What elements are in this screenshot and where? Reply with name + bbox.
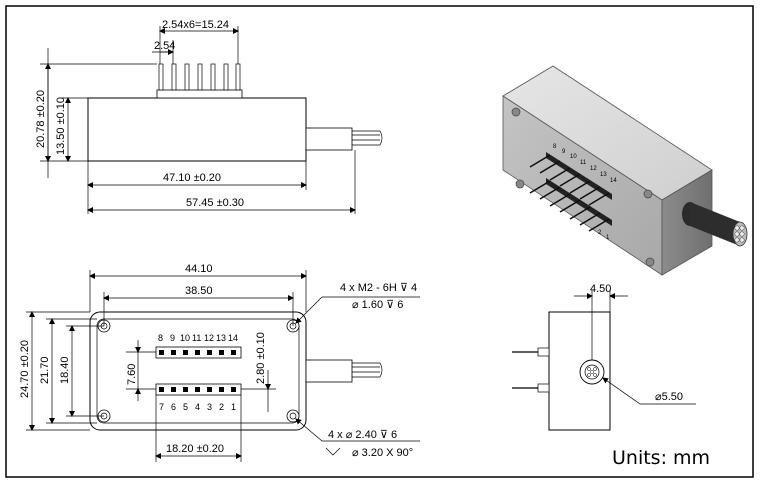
countersink-icon <box>325 447 341 456</box>
note-hole-line2: ⌀ 3.20 X 90° <box>352 447 413 459</box>
svg-text:10: 10 <box>570 154 577 160</box>
svg-text:8: 8 <box>553 144 557 150</box>
isometric-view: 8 9 10 11 12 13 14 2 1 <box>502 65 748 276</box>
dim-end-diameter: ⌀5.50 <box>655 391 683 403</box>
pin-label: 5 <box>183 402 188 412</box>
side-cable-boot <box>305 127 353 151</box>
dim-pin-span: 18.20 ±0.20 <box>166 443 224 455</box>
top-cable-boot <box>305 359 353 383</box>
pin-label: 10 <box>180 333 190 343</box>
note-thread-line1: 4 x M2 - 6H ⊽ 4 <box>340 282 417 294</box>
top-body <box>89 311 307 431</box>
svg-text:12: 12 <box>590 166 597 172</box>
dim-height-holes: 18.40 <box>59 356 71 384</box>
dim-height-body: 13.50 ±0.10 <box>55 97 67 155</box>
pin-label: 7 <box>159 402 164 412</box>
dim-length-total: 57.45 ±0.30 <box>186 197 244 209</box>
pin-label: 2 <box>219 402 224 412</box>
top-pin-labels: 8 9 10 11 12 13 14 7 6 5 4 3 2 1 <box>158 333 238 412</box>
top-cable-fibers <box>352 362 383 378</box>
dim-width-holes: 38.50 <box>185 285 213 297</box>
top-view: 8 9 10 11 12 13 14 7 6 5 4 3 2 1 44.10 3… <box>19 263 420 462</box>
pin-label: 1 <box>231 402 236 412</box>
svg-text:11: 11 <box>580 160 587 166</box>
svg-text:13: 13 <box>600 172 607 178</box>
pin-label: 9 <box>170 333 175 343</box>
iso-cable <box>690 202 740 246</box>
svg-text:1: 1 <box>606 235 610 241</box>
end-view: 4.50 ⌀5.50 <box>512 283 696 431</box>
pin-label: 12 <box>204 333 214 343</box>
iso-pin-header-lower <box>546 178 612 226</box>
pin-label: 8 <box>158 333 163 343</box>
top-body-inner <box>96 318 300 424</box>
dim-height-outer: 24.70 ±0.20 <box>19 340 31 398</box>
dim-height-total: 20.78 ±0.20 <box>35 90 47 148</box>
dim-height-inner: 21.70 <box>39 356 51 384</box>
pin-label: 11 <box>192 333 201 343</box>
dim-pitch-total: 2.54x6=15.24 <box>162 19 229 31</box>
pin-label: 6 <box>171 402 176 412</box>
pin-label: 14 <box>228 333 238 343</box>
svg-text:14: 14 <box>610 178 617 184</box>
dim-end-offset: 4.50 <box>590 283 611 295</box>
svg-text:9: 9 <box>562 149 566 155</box>
side-body <box>87 97 307 162</box>
drawing-frame <box>5 5 754 478</box>
note-hole-line1: 4 x ⌀ 2.40 ⊽ 6 <box>328 429 397 441</box>
note-thread-line2: ⌀ 1.60 ⊽ 6 <box>352 299 403 311</box>
dim-row-spacing: 7.60 <box>126 364 138 385</box>
svg-text:2: 2 <box>598 230 602 236</box>
top-pin-squares <box>159 350 236 392</box>
side-cable-fibers <box>352 130 383 146</box>
dim-length-body: 47.10 ±0.20 <box>163 172 221 184</box>
iso-pins <box>529 154 610 232</box>
pin-label: 13 <box>216 333 226 343</box>
iso-pin-header-upper <box>546 152 612 200</box>
pin-label: 4 <box>195 402 200 412</box>
units-label: Units: mm <box>612 447 710 469</box>
dim-pitch: 2.54 <box>154 40 175 52</box>
side-pins <box>158 63 241 91</box>
side-view: 2.54x6=15.24 2.54 20.78 ±0.20 13.50 ±0.1… <box>35 19 383 214</box>
pin-label: 3 <box>207 402 212 412</box>
side-pin-base <box>156 89 243 99</box>
dim-row-offset: 2.80 ±0.10 <box>255 332 267 384</box>
dim-width-outer: 44.10 <box>185 263 213 275</box>
